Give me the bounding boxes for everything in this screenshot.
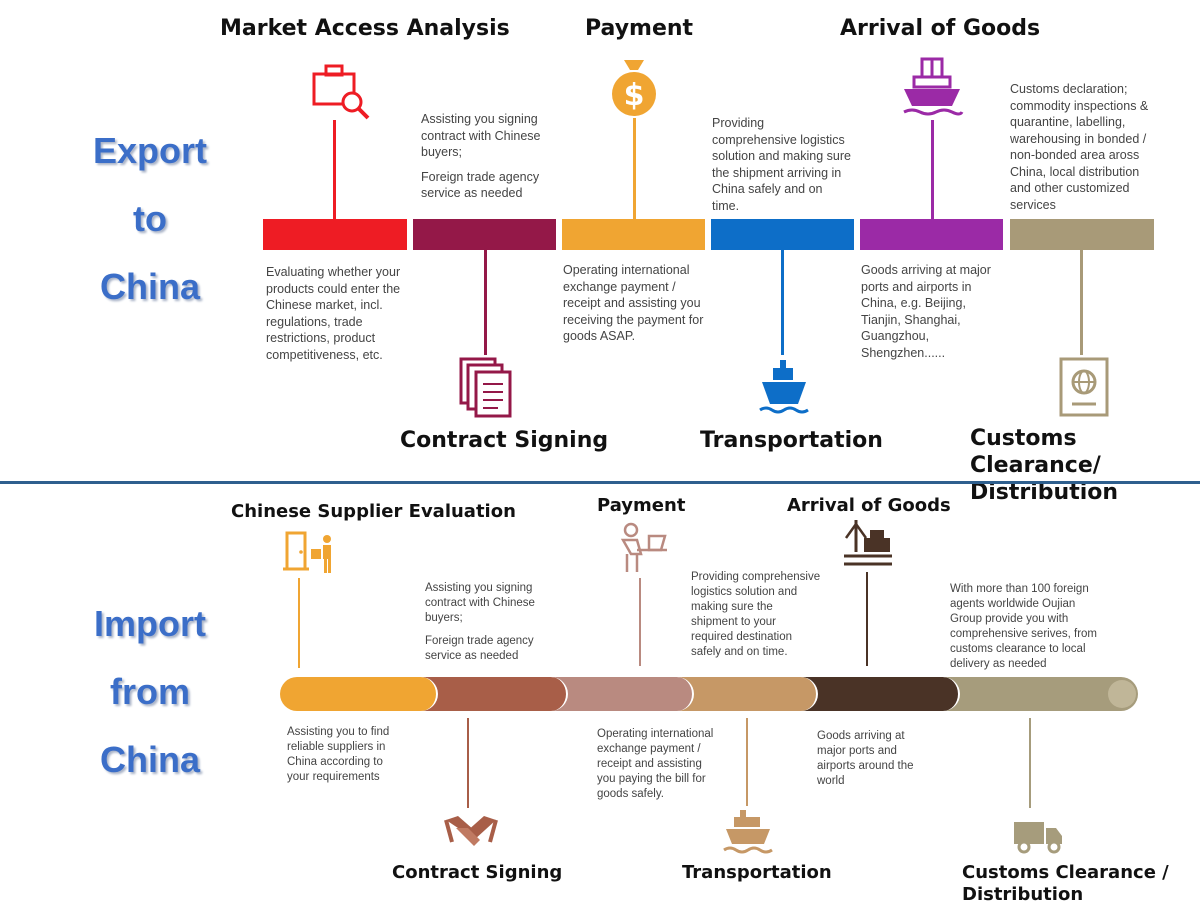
import-label-line2: from xyxy=(110,671,190,712)
export-connector-3 xyxy=(633,118,636,219)
import-connector-1 xyxy=(298,578,300,668)
import-desc-supplier-evaluation: Assisting you to find reliable suppliers… xyxy=(287,725,405,793)
briefcase-search-icon xyxy=(312,64,370,120)
import-title-arrival: Arrival of Goods xyxy=(787,495,951,516)
export-label-line3: China xyxy=(99,266,200,307)
desc-text: Foreign trade agency service as needed xyxy=(421,169,540,201)
import-label-line1: Import xyxy=(94,603,206,644)
export-title-market-access: Market Access Analysis xyxy=(220,16,510,41)
person-computer-icon xyxy=(620,522,667,572)
import-title-payment: Payment xyxy=(597,495,686,516)
desc-text: Evaluating whether your products could e… xyxy=(266,265,401,362)
desc-text: Operating international exchange payment… xyxy=(597,728,714,800)
import-desc-payment: Operating international exchange payment… xyxy=(597,727,717,810)
desc-text: Assisting you signing contract with Chin… xyxy=(425,582,535,624)
desc-text: Assisting you to find reliable suppliers… xyxy=(287,726,390,783)
import-label-line3: China xyxy=(99,739,200,780)
import-title-contract-signing: Contract Signing xyxy=(392,862,563,883)
import-segment-6 xyxy=(930,677,1138,711)
export-connector-1 xyxy=(333,120,336,219)
desc-text: Assisting you signing contract with Chin… xyxy=(421,112,541,159)
desc-text: With more than 100 foreign agents worldw… xyxy=(950,583,1097,670)
export-connector-6 xyxy=(1080,250,1083,355)
section-divider xyxy=(0,481,1200,484)
export-desc-customs: Customs declaration; commodity inspectio… xyxy=(1010,81,1155,221)
ship-icon xyxy=(759,360,809,414)
svg-text:$: $ xyxy=(624,78,645,113)
export-desc-contract-signing: Assisting you signing contract with Chin… xyxy=(421,111,556,210)
export-bar-2 xyxy=(413,219,556,250)
import-segment-1 xyxy=(280,677,438,711)
import-segment-6-end xyxy=(1108,680,1136,708)
import-connector-2 xyxy=(467,718,469,808)
import-desc-customs: With more than 100 foreign agents worldw… xyxy=(950,582,1110,680)
export-desc-market-access: Evaluating whether your products could e… xyxy=(266,264,406,371)
import-connector-3 xyxy=(639,578,641,666)
money-bag-icon: $ xyxy=(612,60,656,116)
export-desc-arrival: Goods arriving at major ports and airpor… xyxy=(861,262,1006,369)
desc-text: Providing comprehensive logistics soluti… xyxy=(712,116,851,213)
desc-text: Providing comprehensive logistics soluti… xyxy=(691,571,821,658)
supplier-door-icon xyxy=(283,531,331,573)
passport-icon xyxy=(1059,357,1109,417)
export-title-payment: Payment xyxy=(585,16,694,41)
import-title-supplier-evaluation: Chinese Supplier Evaluation xyxy=(231,501,516,522)
ship-icon xyxy=(723,810,773,854)
desc-text: Goods arriving at major ports and airpor… xyxy=(817,730,914,787)
export-title-customs: Customs Clearance/ Distribution xyxy=(970,426,1119,505)
export-desc-transportation: Providing comprehensive logistics soluti… xyxy=(712,115,852,222)
desc-text: Foreign trade agency service as needed xyxy=(425,635,534,662)
import-desc-contract-signing: Assisting you signing contract with Chin… xyxy=(425,581,547,672)
documents-icon xyxy=(459,357,512,418)
desc-text: Customs declaration; commodity inspectio… xyxy=(1010,82,1149,212)
export-bar-6 xyxy=(1010,219,1154,250)
import-desc-arrival: Goods arriving at major ports and airpor… xyxy=(817,729,927,797)
export-title-arrival: Arrival of Goods xyxy=(840,16,1041,41)
export-desc-payment: Operating international exchange payment… xyxy=(563,262,708,353)
export-title-contract-signing: Contract Signing xyxy=(400,428,609,453)
truck-icon xyxy=(1014,822,1062,854)
export-bar-1 xyxy=(263,219,407,250)
desc-text: Operating international exchange payment… xyxy=(563,263,704,343)
cargo-ship-icon xyxy=(903,57,964,116)
export-label-line2: to xyxy=(133,198,167,239)
import-connector-4 xyxy=(746,718,748,806)
export-label-line1: Export xyxy=(92,130,207,171)
import-desc-transportation: Providing comprehensive logistics soluti… xyxy=(691,570,821,668)
desc-text: Goods arriving at major ports and airpor… xyxy=(861,263,991,360)
export-bar-5 xyxy=(860,219,1003,250)
export-connector-4 xyxy=(781,250,784,355)
import-connector-6 xyxy=(1029,718,1031,808)
export-title-transportation: Transportation xyxy=(700,428,883,453)
import-connector-5 xyxy=(866,572,868,666)
export-connector-5 xyxy=(931,120,934,219)
export-connector-2 xyxy=(484,250,487,355)
export-bar-4 xyxy=(711,219,854,250)
handshake-icon xyxy=(444,816,498,846)
port-crane-icon xyxy=(844,520,892,566)
import-title-customs: Customs Clearance / Distribution xyxy=(962,862,1169,905)
import-title-transportation: Transportation xyxy=(682,862,832,883)
export-bar-3 xyxy=(562,219,705,250)
